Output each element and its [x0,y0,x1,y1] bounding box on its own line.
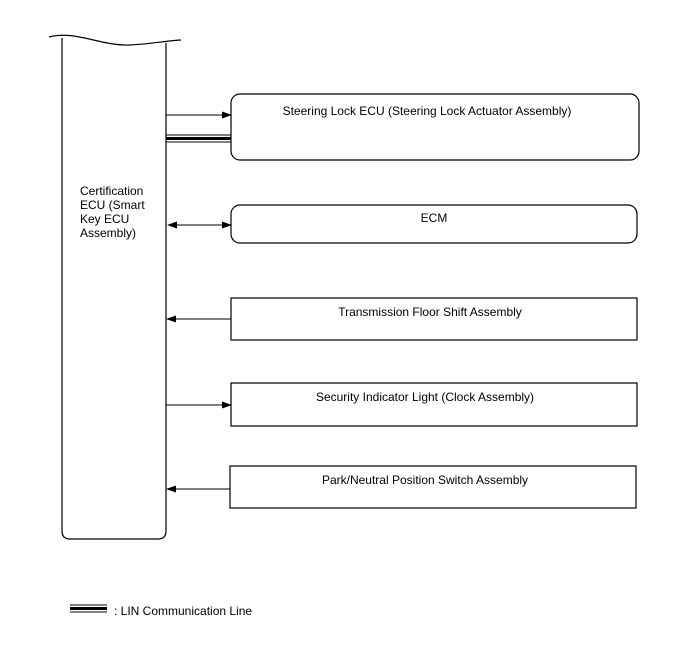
park-neutral-switch-label: Park/Neutral Position Switch Assembly [321,473,529,487]
certification-ecu-label-line-4: Assembly) [80,226,137,240]
ecm-label: ECM [420,211,448,225]
certification-ecu-label-line-1: Certification [80,184,144,198]
steering-lock-ecu-label: Steering Lock ECU (Steering Lock Actuato… [282,104,572,118]
legend-lin-symbol [70,604,107,613]
certification-ecu-outline [61,38,167,540]
certification-ecu-label-line-3: Key ECU [80,212,130,226]
steering-lock-ecu-box [230,93,640,161]
park-neutral-switch-box [229,465,637,509]
security-indicator-light-label: Security Indicator Light (Clock Assembly… [315,390,535,404]
lin-communication-line [166,134,231,143]
legend-label: : LIN Communication Line [114,604,253,618]
transmission-floor-shift-label: Transmission Floor Shift Assembly [338,305,522,319]
certification-ecu-label: Certification ECU (Smart Key ECU Assembl… [80,184,145,240]
certification-ecu-box [48,34,182,46]
transmission-floor-shift-box [230,297,638,341]
certification-ecu-label-line-2: ECU (Smart [80,198,145,212]
